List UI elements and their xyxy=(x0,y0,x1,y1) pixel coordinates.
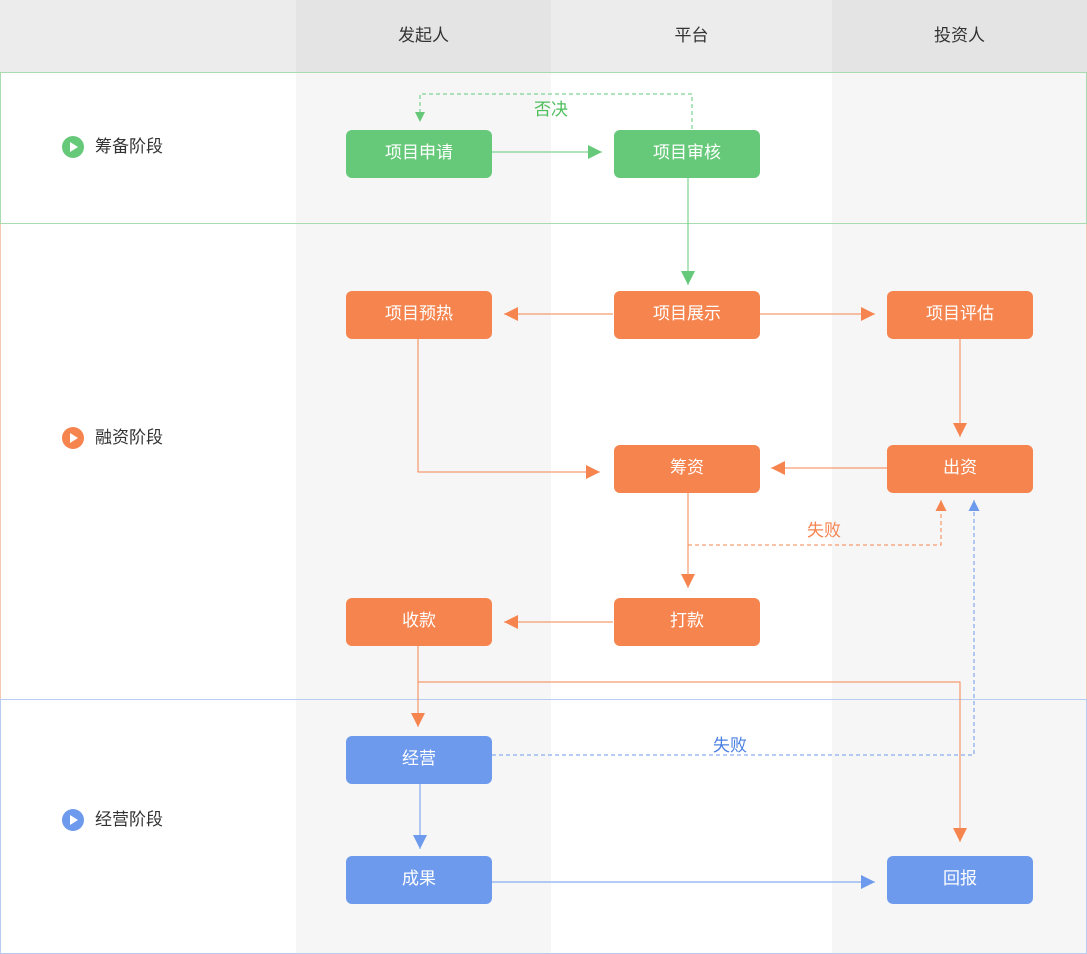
node-make-payment[interactable]: 打款 xyxy=(614,598,760,646)
node-result[interactable]: 成果 xyxy=(346,856,492,904)
edge-preheat-to-raise xyxy=(417,339,600,479)
header-initiator-shade xyxy=(296,0,551,72)
edge-raise-fail-to-invest xyxy=(688,500,947,546)
stage-label-prep: 筹备阶段 xyxy=(95,137,163,157)
column-header-initiator: 发起人 xyxy=(398,26,449,46)
node-return[interactable]: 回报 xyxy=(887,856,1033,904)
node-collect-payment[interactable]: 收款 xyxy=(346,598,492,646)
play-icon xyxy=(62,427,84,449)
column-initiator-band xyxy=(296,72,551,954)
stage-label-operation: 经营阶段 xyxy=(95,810,163,830)
node-project-evaluate[interactable]: 项目评估 xyxy=(887,291,1033,339)
edge-collect-to-return xyxy=(418,681,967,842)
play-icon xyxy=(62,809,84,831)
node-operate[interactable]: 经营 xyxy=(346,736,492,784)
column-header-platform: 平台 xyxy=(674,26,709,46)
node-project-apply[interactable]: 项目申请 xyxy=(346,130,492,178)
node-project-review[interactable]: 项目审核 xyxy=(614,130,760,178)
node-project-preheat[interactable]: 项目预热 xyxy=(346,291,492,339)
stage-label-financing: 融资阶段 xyxy=(95,428,163,448)
node-invest[interactable]: 出资 xyxy=(887,445,1033,493)
play-icon xyxy=(62,136,84,158)
edge-label-operation-fail: 失败 xyxy=(713,736,747,756)
edge-label-financing-fail: 失败 xyxy=(807,521,841,541)
column-header-investor: 投资人 xyxy=(934,26,985,46)
edge-operate-fail-to-invest xyxy=(492,500,980,756)
node-raise-funds[interactable]: 筹资 xyxy=(614,445,760,493)
node-project-display[interactable]: 项目展示 xyxy=(614,291,760,339)
edge-review-reject-to-apply xyxy=(415,93,693,129)
edge-label-reject: 否决 xyxy=(534,100,568,120)
header-investor-shade xyxy=(832,0,1087,72)
